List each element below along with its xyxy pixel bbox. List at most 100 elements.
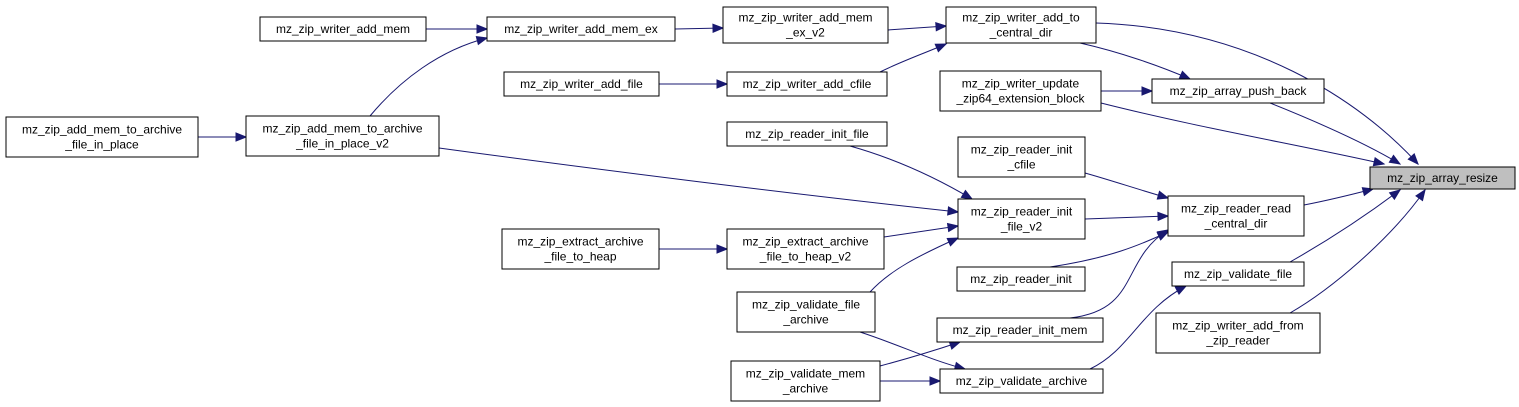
call-edge xyxy=(426,24,489,34)
node-label: mz_zip_writer_add_mem xyxy=(738,11,872,25)
node-box xyxy=(1369,166,1516,190)
function-node[interactable]: mz_zip_writer_add_cfile xyxy=(726,71,888,97)
function-node[interactable]: mz_zip_reader_read_central_dir xyxy=(1167,195,1305,237)
edge-line xyxy=(1303,188,1374,206)
function-node[interactable]: mz_zip_validate_file_archive xyxy=(736,291,876,333)
edge-line xyxy=(369,37,488,117)
node-label: mz_zip_writer_add_from xyxy=(1172,319,1303,333)
call-edge xyxy=(1084,211,1170,222)
edge-arrowhead xyxy=(1174,285,1188,296)
node-label: mz_zip_writer_add_to xyxy=(962,11,1080,25)
function-node[interactable]: mz_zip_validate_archive xyxy=(939,368,1104,394)
edge-arrowhead xyxy=(947,206,960,216)
function-node[interactable]: mz_zip_reader_init_file_v2 xyxy=(957,198,1086,240)
edge-arrowhead xyxy=(716,79,729,89)
function-node[interactable]: mz_zip_validate_mem_archive xyxy=(730,360,881,402)
node-box xyxy=(956,266,1086,292)
call-edge xyxy=(369,36,489,117)
node-box xyxy=(936,317,1104,343)
edge-arrowhead xyxy=(1361,187,1375,197)
edge-arrowhead xyxy=(1157,211,1170,222)
node-box xyxy=(730,360,881,402)
edge-arrowhead xyxy=(1388,154,1402,165)
edge-line xyxy=(849,145,973,200)
call-edge xyxy=(438,147,960,216)
edge-arrowhead xyxy=(475,36,489,46)
function-node[interactable]: mz_zip_writer_update_zip64_extension_blo… xyxy=(939,70,1102,112)
edge-line xyxy=(1100,102,1385,165)
function-node[interactable]: mz_zip_add_mem_to_archive_file_in_place_… xyxy=(245,115,440,157)
edge-line xyxy=(1289,189,1426,314)
edge-arrowhead xyxy=(476,24,489,34)
function-node[interactable]: mz_zip_reader_init xyxy=(956,266,1086,292)
function-node[interactable]: mz_zip_writer_add_from_zip_reader xyxy=(1155,312,1321,354)
edge-arrowhead xyxy=(1388,189,1402,201)
edge-line xyxy=(438,147,959,213)
node-box xyxy=(1171,261,1305,287)
node-box xyxy=(503,71,660,97)
call-edge xyxy=(879,43,948,73)
node-label: mz_zip_validate_file xyxy=(752,298,860,312)
node-box xyxy=(1155,312,1321,354)
function-node[interactable]: mz_zip_extract_archive_file_to_heap xyxy=(501,228,660,270)
edge-arrowhead xyxy=(712,23,725,33)
edge-arrowhead xyxy=(235,132,248,142)
node-label: _zip64_extension_block xyxy=(955,92,1085,106)
call-edge xyxy=(1289,189,1402,263)
call-edge xyxy=(869,237,960,293)
function-node[interactable]: mz_zip_validate_file xyxy=(1171,261,1305,287)
call-edge xyxy=(659,244,729,254)
edge-arrowhead xyxy=(1415,188,1426,202)
call-edge xyxy=(1100,102,1386,167)
node-box xyxy=(1167,195,1305,237)
node-label: mz_zip_reader_init_file xyxy=(745,127,869,141)
function-node[interactable]: mz_zip_add_mem_to_archive_file_in_place xyxy=(5,116,199,158)
call-edge xyxy=(1303,187,1375,206)
call-edge xyxy=(849,145,974,200)
function-node[interactable]: mz_zip_writer_add_file xyxy=(503,71,660,97)
function-node[interactable]: mz_zip_writer_add_mem xyxy=(259,16,427,42)
function-node[interactable]: mz_zip_writer_add_mem_ex_v2 xyxy=(722,6,889,44)
node-label: mz_zip_add_mem_to_archive xyxy=(22,123,182,137)
call-edge xyxy=(880,376,942,386)
function-node[interactable]: mz_zip_reader_init_mem xyxy=(936,317,1104,343)
node-label: _file_v2 xyxy=(1000,220,1043,234)
root-function-node[interactable]: mz_zip_array_resize xyxy=(1369,166,1516,190)
node-label: _cfile xyxy=(1006,158,1035,172)
node-box xyxy=(5,116,199,158)
edge-line xyxy=(859,331,966,370)
call-edge xyxy=(1084,172,1170,200)
edge-arrowhead xyxy=(948,340,962,350)
node-box xyxy=(957,198,1086,240)
function-node[interactable]: mz_zip_reader_init_cfile xyxy=(957,136,1086,178)
call-edge xyxy=(1089,285,1188,370)
function-node[interactable]: mz_zip_array_push_back xyxy=(1151,78,1325,104)
node-label: mz_zip_reader_init xyxy=(970,272,1072,286)
edge-line xyxy=(1289,189,1401,263)
edge-arrowhead xyxy=(934,43,948,53)
edge-arrowhead xyxy=(946,237,960,247)
node-box xyxy=(726,121,888,147)
node-label: mz_zip_writer_add_mem xyxy=(276,22,410,36)
edge-line xyxy=(883,225,959,238)
node-label: mz_zip_reader_init xyxy=(971,143,1073,157)
call-edge xyxy=(659,79,729,89)
function-node[interactable]: mz_zip_reader_init_file xyxy=(726,121,888,147)
edge-arrowhead xyxy=(1178,70,1192,80)
call-edge xyxy=(859,331,967,371)
edge-line xyxy=(1095,22,1419,165)
edge-line xyxy=(1084,172,1169,199)
node-box xyxy=(736,291,876,333)
function-node[interactable]: mz_zip_writer_add_to_central_dir xyxy=(945,6,1097,44)
function-node[interactable]: mz_zip_extract_archive_file_to_heap_v2 xyxy=(726,228,885,270)
call-edge xyxy=(1101,86,1154,96)
node-label: mz_zip_writer_add_mem_ex xyxy=(504,22,657,36)
node-box xyxy=(259,16,427,42)
function-node[interactable]: mz_zip_writer_add_mem_ex xyxy=(486,16,676,42)
node-box xyxy=(245,115,440,157)
edge-line xyxy=(1269,102,1401,165)
edge-arrowhead xyxy=(929,376,942,386)
call-edge xyxy=(674,23,725,33)
node-box xyxy=(722,6,889,44)
node-label: mz_zip_array_resize xyxy=(1387,171,1498,185)
